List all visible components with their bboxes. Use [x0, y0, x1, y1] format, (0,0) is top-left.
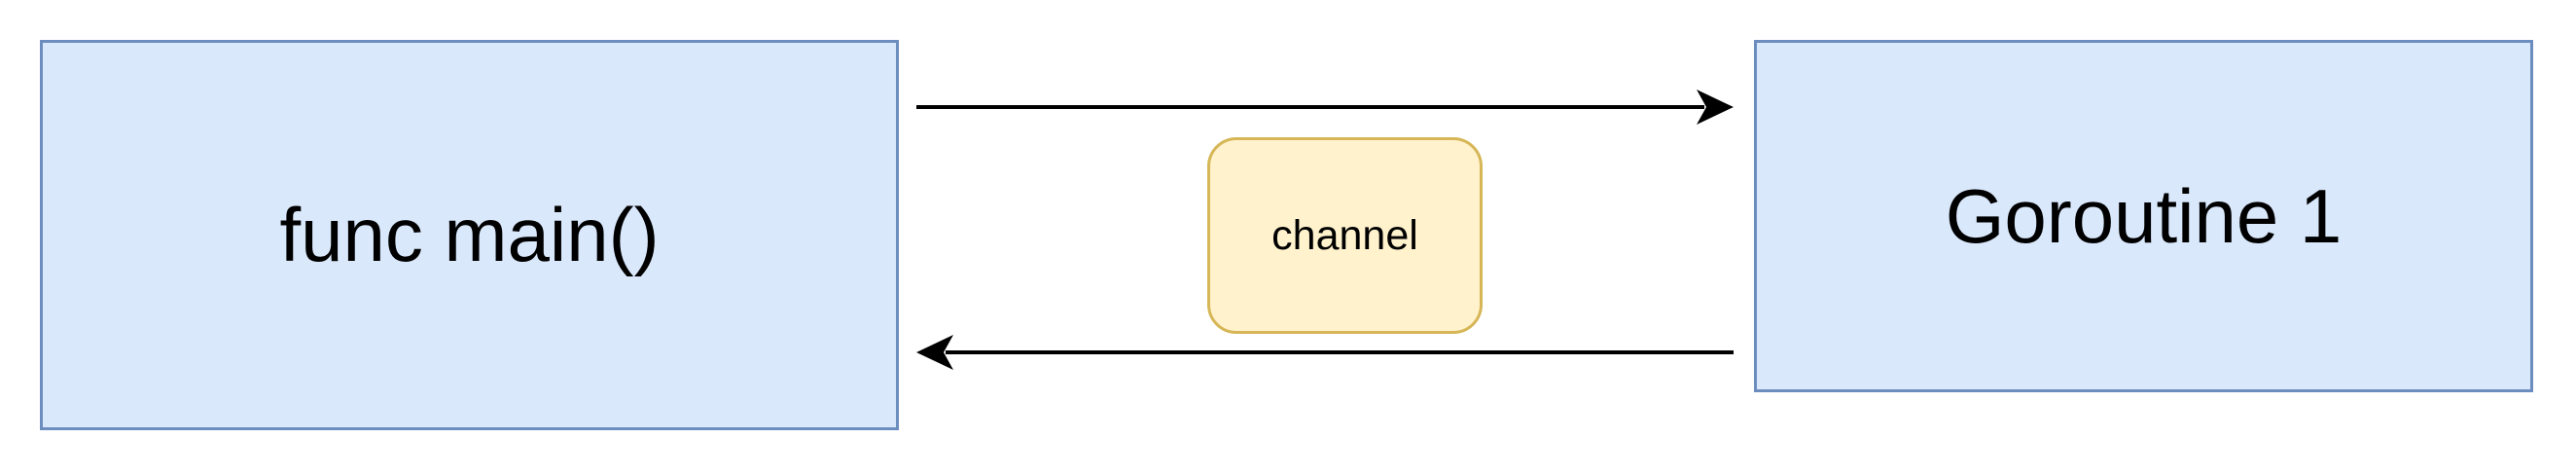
goroutine-node: Goroutine 1: [1754, 40, 2533, 392]
main-function-label: func main(): [279, 192, 660, 277]
arrowhead-left-icon: [916, 335, 953, 370]
edge-goroutine-to-main: [916, 335, 1734, 370]
goroutine-label: Goroutine 1: [1945, 172, 2343, 259]
arrowhead-right-icon: [1697, 90, 1734, 125]
channel-label: channel: [1271, 211, 1418, 259]
channel-node: channel: [1207, 137, 1483, 334]
edge-main-to-goroutine: [916, 90, 1734, 125]
main-function-node: func main(): [40, 40, 899, 430]
